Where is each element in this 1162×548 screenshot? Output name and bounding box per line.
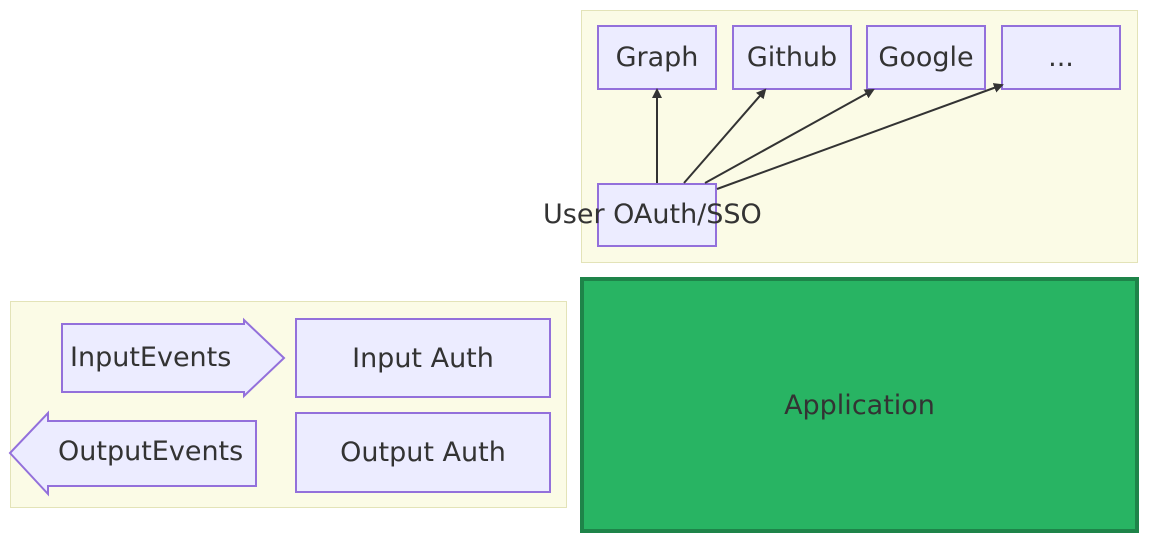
arrow-to-more — [716, 83, 1004, 190]
input-events-label: InputEvents — [70, 342, 232, 373]
arrow-to-google — [704, 89, 875, 184]
provider-google-label: Google — [878, 42, 974, 73]
input-auth-node: Input Auth — [295, 318, 551, 398]
provider-more-node: ... — [1001, 25, 1121, 90]
arrow-to-github — [683, 88, 767, 184]
output-events-label: OutputEvents — [58, 436, 244, 467]
user-oauth-sso-node — [597, 183, 717, 247]
user-oauth-sso-label: User OAuth/SSO — [543, 199, 762, 230]
application-label: Application — [784, 389, 935, 421]
provider-more-label: ... — [1048, 42, 1074, 73]
provider-github-label: Github — [746, 42, 838, 73]
provider-graph-node: Graph — [597, 25, 717, 90]
output-auth-label: Output Auth — [340, 437, 506, 468]
input-auth-label: Input Auth — [352, 342, 494, 374]
provider-google-node: Google — [866, 25, 986, 90]
application-node: Application — [580, 277, 1139, 533]
provider-github-node: Github — [732, 25, 852, 90]
provider-graph-label: Graph — [615, 42, 699, 73]
output-auth-node: Output Auth — [295, 412, 551, 493]
